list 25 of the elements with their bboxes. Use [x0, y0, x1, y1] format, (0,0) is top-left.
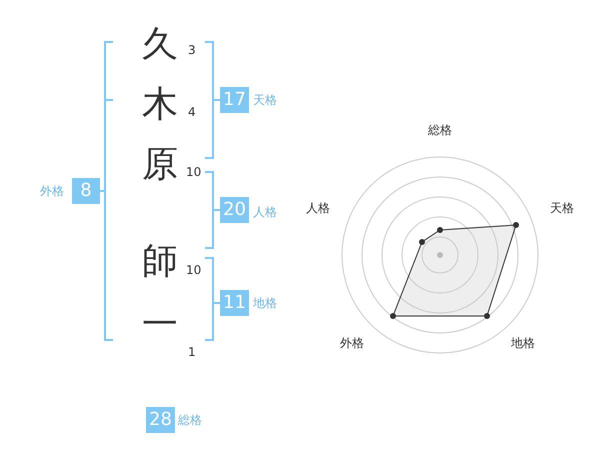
score-label: 天格 [253, 94, 277, 106]
score-label: 総格 [178, 414, 202, 426]
score-badge: 20 [220, 197, 249, 223]
score-badge: 17 [220, 87, 249, 113]
axis-label: 総格 [428, 124, 452, 136]
axis-label: 外格 [340, 337, 364, 349]
axis-label: 地格 [511, 337, 535, 349]
axis-label: 人格 [306, 202, 330, 214]
score-label: 人格 [253, 206, 277, 218]
stroke-count: 10 [186, 166, 202, 178]
score-label: 地格 [253, 297, 277, 309]
score-badge: 28 [146, 407, 175, 433]
name-character: 木 [142, 87, 178, 123]
name-character: 師 [142, 244, 178, 280]
score-badge: 8 [72, 178, 100, 204]
stroke-count: 3 [188, 44, 196, 56]
score-badge: 11 [220, 290, 249, 316]
name-character: 原 [142, 147, 178, 183]
stroke-count: 10 [186, 264, 202, 276]
stroke-count: 4 [188, 106, 196, 118]
axis-label: 天格 [550, 202, 574, 214]
score-label: 外格 [40, 185, 64, 197]
name-character: 一 [142, 307, 178, 343]
name-character: 久 [142, 27, 178, 63]
stroke-count: 1 [188, 346, 196, 358]
